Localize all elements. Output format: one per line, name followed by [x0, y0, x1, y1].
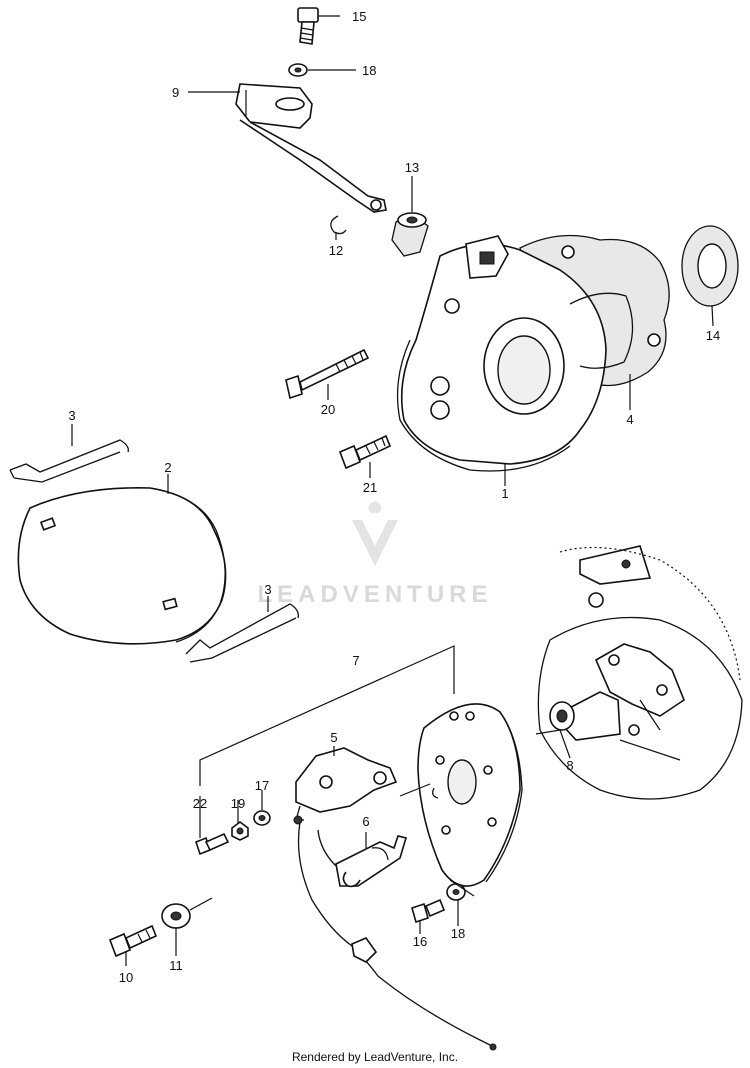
part-8-assembly [537, 545, 743, 800]
label-2: 2 [164, 460, 171, 475]
label-7: 7 [352, 653, 359, 668]
wire-lead [297, 821, 497, 1051]
part-20-bolt [285, 348, 370, 400]
part-3-spring-clip-top [9, 439, 129, 483]
label-16: 16 [413, 934, 427, 949]
part-15-bolt [297, 7, 319, 45]
part-18-washer-top [288, 63, 308, 77]
label-12: 12 [329, 243, 343, 258]
part-7-group-lines [199, 645, 455, 786]
part-5-contact-breaker [293, 747, 398, 825]
label-19: 19 [231, 796, 245, 811]
label-17: 17 [255, 778, 269, 793]
part-19-nut [231, 821, 249, 841]
part-7-base-plate [417, 703, 523, 887]
watermark: LEADVENTURE [257, 501, 492, 608]
label-10: 10 [119, 970, 133, 985]
part-18-washer-bottom [446, 883, 466, 901]
part-10-bolt [108, 924, 158, 958]
label-11: 11 [169, 958, 183, 973]
label-13: 13 [405, 160, 419, 175]
label-6: 6 [362, 814, 369, 829]
label-18-top: 18 [362, 63, 376, 78]
label-15: 15 [352, 9, 366, 24]
label-1: 1 [501, 486, 508, 501]
part-14-oil-seal [681, 225, 739, 307]
part-12-clip [330, 215, 347, 235]
label-3-bottom: 3 [264, 582, 271, 597]
part-1-housing [396, 234, 670, 472]
leader-lines [71, 15, 714, 966]
label-18-bottom: 18 [451, 926, 465, 941]
watermark-text: LEADVENTURE [257, 581, 492, 608]
label-20: 20 [321, 402, 335, 417]
callout-labels: 15 18 9 13 12 14 20 4 21 1 3 2 3 7 5 6 8… [68, 9, 720, 985]
part-21-bolt [338, 434, 392, 470]
part-13-collar [391, 212, 429, 257]
label-14: 14 [706, 328, 720, 343]
label-8: 8 [566, 758, 573, 773]
part-6-condenser [335, 835, 408, 888]
label-22: 22 [193, 796, 207, 811]
part-22-screw [195, 832, 230, 856]
label-21: 21 [363, 480, 377, 495]
part-11-washer [161, 897, 213, 929]
part-2-cover [17, 487, 227, 645]
label-9: 9 [172, 85, 179, 100]
part-17-washer [253, 810, 271, 826]
label-5: 5 [330, 730, 337, 745]
label-4: 4 [626, 412, 633, 427]
footer-credit: Rendered by LeadVenture, Inc. [292, 1050, 458, 1064]
part-9-bracket [235, 83, 387, 213]
label-3-top: 3 [68, 408, 75, 423]
part-16-screw [411, 898, 446, 924]
part-3-spring-clip-bottom [185, 603, 299, 663]
